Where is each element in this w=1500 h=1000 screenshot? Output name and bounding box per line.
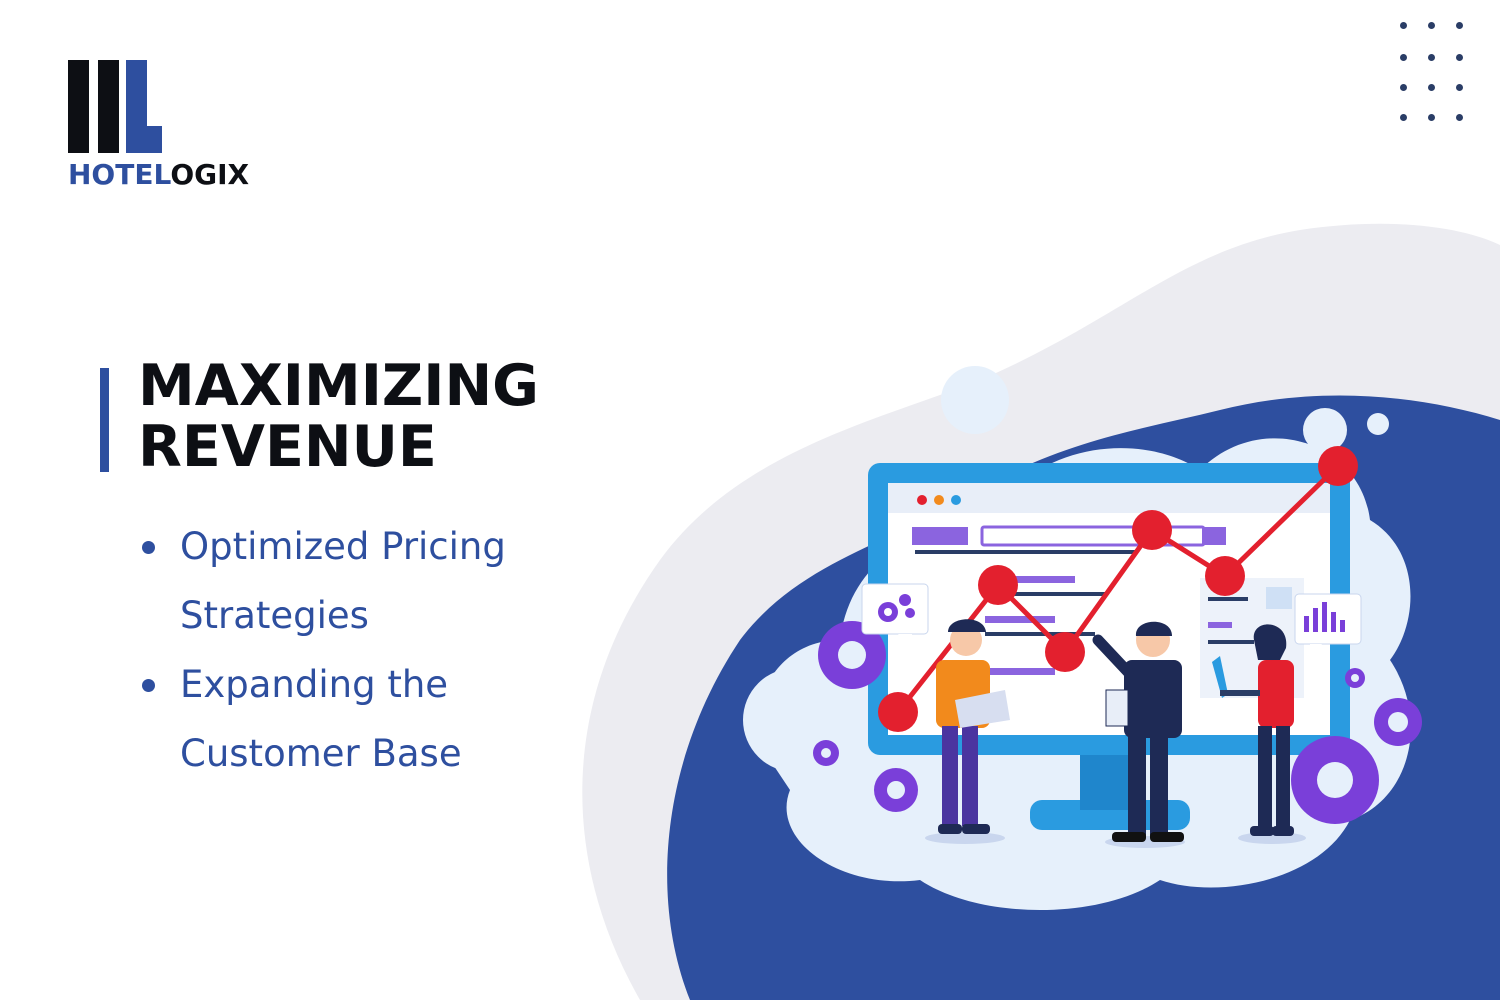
deco-circle: [941, 366, 1009, 434]
revenue-trend-line: [878, 446, 1358, 732]
bullet-list: Optimized Pricing Strategies Expanding t…: [140, 512, 560, 788]
person-with-tablet: [1212, 624, 1294, 836]
logo-word-hotel: HOTEL: [68, 158, 171, 191]
bullet-item: Expanding the Customer Base: [140, 650, 560, 788]
bullet-dot-icon: [142, 541, 155, 554]
deco-circle: [1303, 408, 1347, 452]
logo-mark-foot: [126, 126, 162, 153]
person-with-laptop: [936, 619, 1010, 834]
gear-icon: [813, 621, 1422, 824]
logo-word-ogix: OGIX: [170, 158, 250, 191]
trend-point: [1205, 556, 1245, 596]
title-line-2: REVENUE: [138, 414, 437, 480]
page-title: MAXIMIZING REVENUE: [138, 356, 539, 478]
bar-chart-speech-bubble-icon: [1294, 593, 1362, 654]
logo-wordmark: HOTELOGIX: [68, 158, 249, 191]
trend-point: [1318, 446, 1358, 486]
trend-point: [1132, 510, 1172, 550]
logo-mark-bar: [98, 60, 119, 153]
hotelogix-logo: HOTELOGIX: [68, 60, 268, 200]
trend-point: [978, 565, 1018, 605]
deco-circle: [1367, 413, 1389, 435]
person-in-suit: [1092, 621, 1184, 842]
bullet-item: Optimized Pricing Strategies: [140, 512, 560, 650]
trend-point: [878, 692, 918, 732]
bullet-text: Optimized Pricing Strategies: [180, 525, 506, 637]
bullet-text: Expanding the Customer Base: [180, 663, 462, 775]
gear-speech-bubble-icon: [861, 583, 929, 644]
trend-point: [1045, 632, 1085, 672]
title-line-1: MAXIMIZING: [138, 353, 539, 419]
logo-mark-bar: [68, 60, 89, 153]
dot-grid-decoration: [1396, 18, 1468, 124]
headline-accent-bar: [100, 368, 109, 472]
bullet-dot-icon: [142, 679, 155, 692]
